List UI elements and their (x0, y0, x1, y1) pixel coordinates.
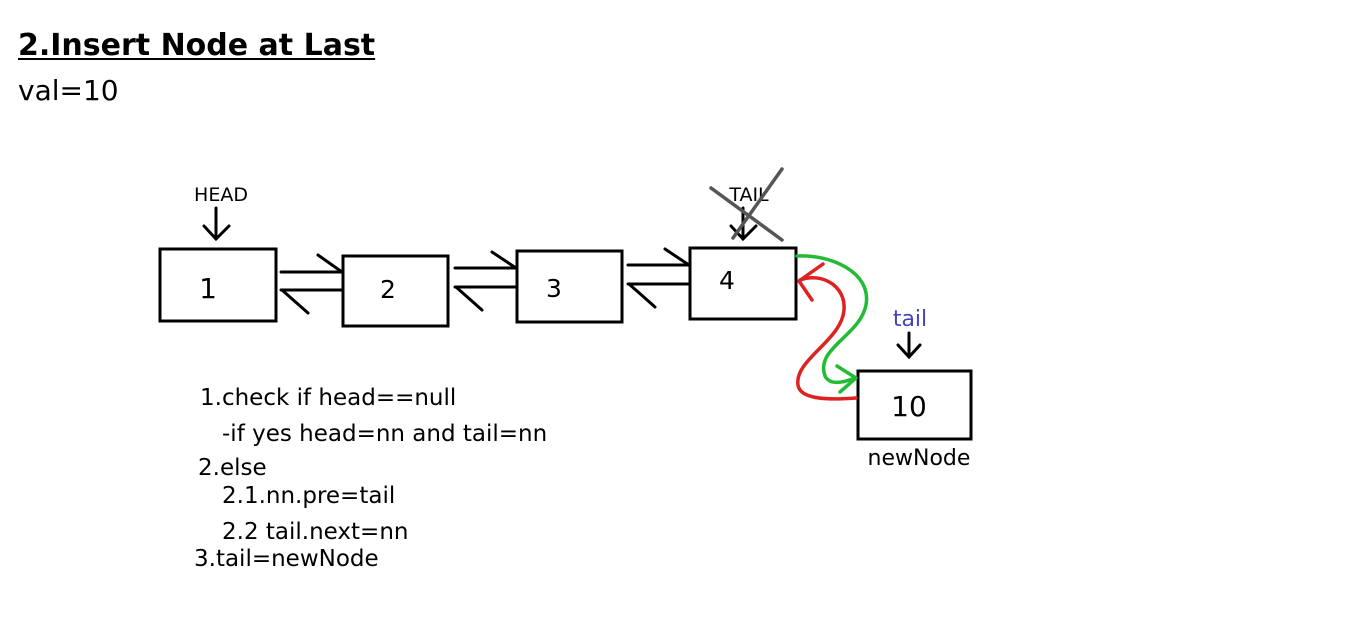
node-1-value: 1 (199, 272, 217, 305)
link-1-2 (279, 253, 344, 315)
value-label: val=10 (18, 74, 119, 107)
node-10-box (856, 369, 973, 441)
node-3-value: 3 (546, 274, 562, 303)
new-tail-arrow (896, 331, 922, 360)
new-node-label: newNode (868, 446, 971, 471)
link-3-4 (626, 247, 691, 309)
head-arrow (202, 206, 231, 242)
node-3-box (515, 249, 624, 324)
node-4-box (688, 246, 798, 321)
strike-mark (709, 167, 784, 242)
head-label: HEAD (194, 184, 248, 206)
node-1-box (158, 247, 278, 323)
link-2-3 (453, 250, 518, 312)
node-10-value: 10 (891, 390, 927, 423)
page-title: 2.Insert Node at Last (18, 28, 376, 63)
node-4-value: 4 (719, 266, 735, 295)
node-2-value: 2 (380, 275, 396, 304)
next-link-arrow (795, 254, 869, 394)
prev-link-arrow (796, 262, 858, 401)
new-tail-label: tail (893, 307, 927, 332)
